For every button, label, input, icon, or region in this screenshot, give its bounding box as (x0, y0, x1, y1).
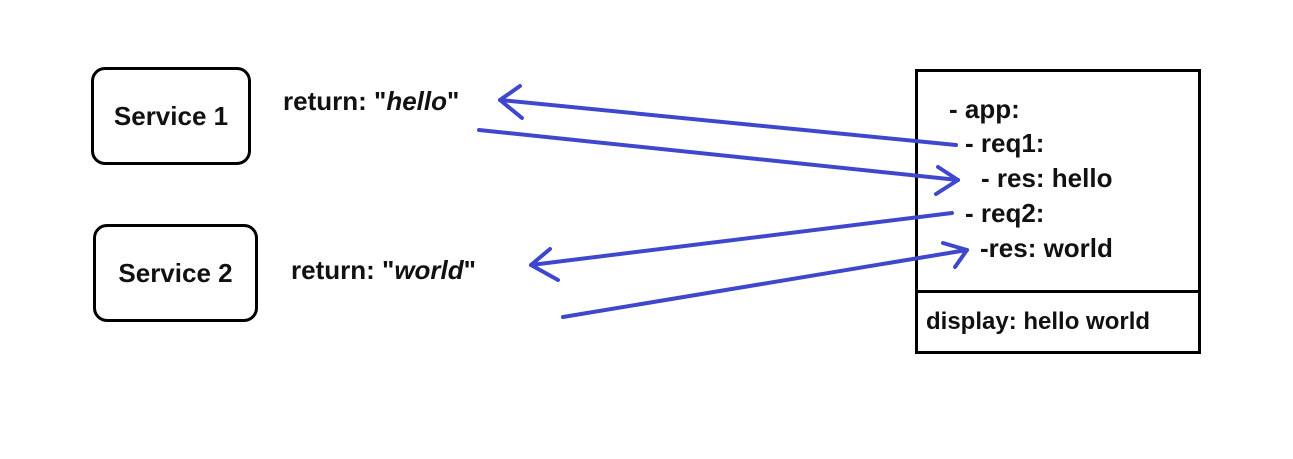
return-suffix: " (447, 86, 460, 116)
return-value: hello (386, 86, 447, 116)
service-2-label: Service 2 (118, 257, 233, 288)
req2-node: - req2: (965, 198, 1045, 228)
req1-node: - req1: (965, 128, 1045, 158)
return-prefix: return: " (283, 86, 387, 116)
return-prefix: return: " (291, 255, 395, 285)
arrowhead-service1 (498, 84, 524, 120)
display-box: display: hello world (915, 290, 1201, 354)
service-1-return: return: "hello" (283, 86, 459, 117)
arrow-service2-to-res2 (561, 248, 969, 319)
service-2-return: return: "world" (291, 255, 476, 286)
service-1-label: Service 1 (113, 100, 229, 131)
arrowhead-res2 (941, 241, 969, 269)
arrowhead-service2 (529, 247, 560, 282)
service-2-box: Service 2 (93, 224, 258, 322)
return-suffix: " (463, 255, 476, 285)
service-1-box: Service 1 (91, 67, 251, 165)
app-node: - app: (949, 94, 1020, 124)
return-value: world (394, 255, 464, 285)
arrow-req1-to-service1 (498, 98, 958, 147)
arrow-req2-to-service2 (529, 211, 954, 267)
res2-node: -res: world (980, 233, 1113, 263)
arrow-service1-to-res1 (477, 128, 960, 182)
res1-node: - res: hello (981, 163, 1113, 193)
display-text: display: hello world (926, 308, 1151, 335)
arrowhead-res1 (934, 165, 960, 196)
